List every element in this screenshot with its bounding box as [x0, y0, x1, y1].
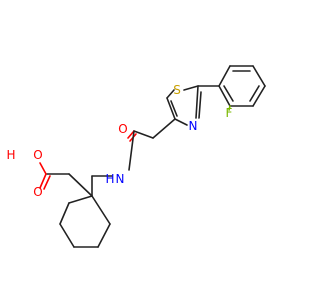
bond-ring-left-inner [223, 85, 234, 102]
chemical-structure-diagram: F S N O N H O H O [6, 65, 266, 248]
bond-cacid-o-a [39, 173, 47, 189]
bond-c-f-proper [228, 105, 231, 111]
bond-ring-right-top [252, 65, 266, 87]
bond-carbonyl-a [127, 130, 135, 139]
bond-s-c5 [166, 89, 175, 99]
bond-ring-right-inner [249, 85, 260, 102]
bond-c5-c4 [166, 97, 176, 120]
atom-n-ring-label: N [189, 119, 198, 133]
bond-cacid-o-b [43, 175, 51, 190]
bond-c2-n [195, 85, 199, 119]
bond-cy-2 [59, 202, 70, 225]
bond-lines [39, 65, 266, 248]
bond-co-n [128, 130, 135, 171]
atom-n-amide-label: N [116, 172, 125, 186]
atom-o-amide-label: O [118, 122, 127, 136]
atom-s-label: S [173, 83, 181, 97]
bond-c2-n-inner [198, 91, 202, 119]
atom-h-amide-label: H [105, 172, 114, 186]
bond-cy-5 [97, 223, 111, 248]
atom-h-acid-label: H [6, 148, 15, 162]
atom-o-acid-label: O [33, 185, 42, 199]
bond-c5-c4-inner [170, 100, 178, 117]
bond-ring-left-top [218, 65, 231, 87]
bond-cy-1 [68, 195, 93, 204]
atom-o-acid-oh-label: O [33, 148, 42, 162]
bond-c4-ch2 [152, 118, 176, 139]
bond-c2-s [183, 85, 199, 91]
bond-cacid-oh [39, 162, 47, 175]
bond-ring-left-bottom [218, 85, 231, 107]
bond-cy-3 [59, 223, 75, 248]
bond-ch2-co [133, 130, 154, 139]
bond-c4-n [174, 118, 188, 126]
molecule-drawing: F S N O N H O H O [6, 65, 266, 248]
bond-cq-ch2acid [68, 173, 93, 197]
atom-labels: F S N O N H O H O [6, 83, 232, 199]
bond-cy-6 [91, 195, 111, 225]
atom-f-label: F [226, 106, 233, 120]
bond-ring-right-bottom [252, 85, 266, 107]
